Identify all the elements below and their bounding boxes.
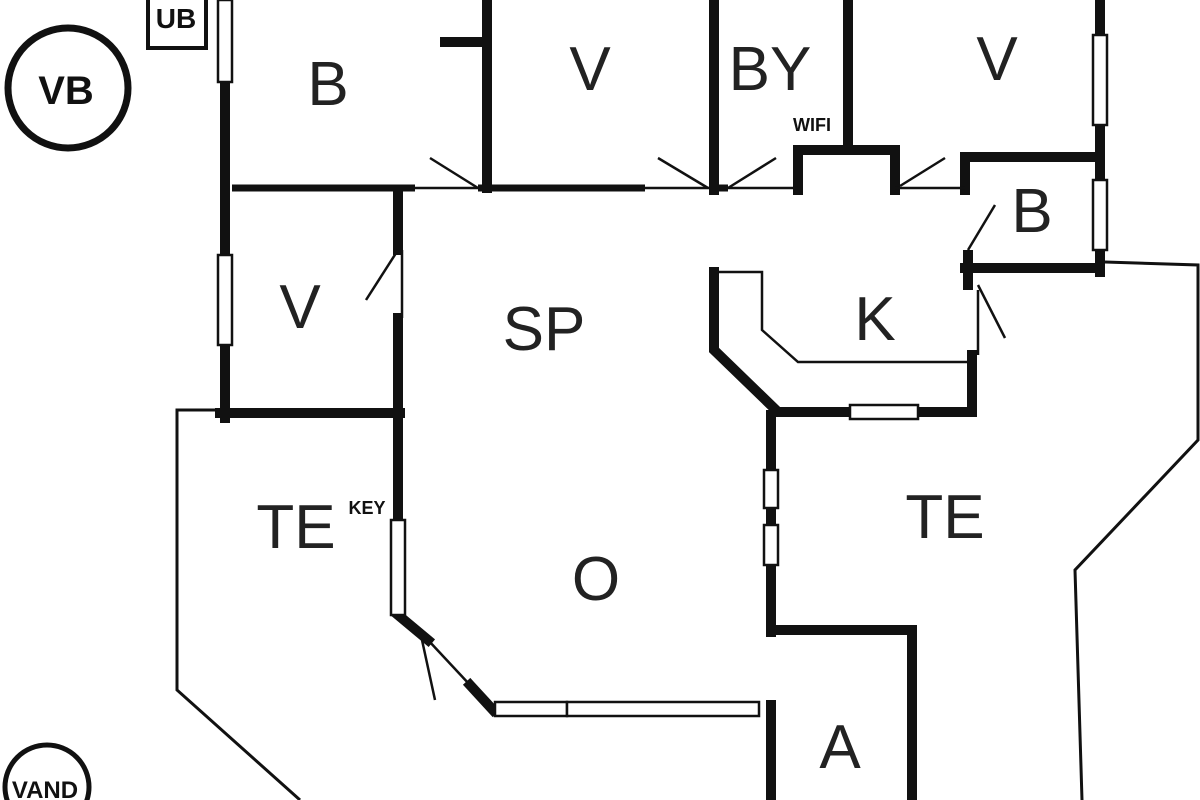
room-label-b-top: B — [307, 50, 348, 119]
vb-badge: VB — [4, 24, 132, 152]
room-label-v-left: V — [279, 273, 321, 342]
kitchen-counter — [716, 270, 968, 364]
room-label-te-left: TE — [256, 493, 335, 562]
terrace-left-outline — [175, 408, 301, 800]
room-labels: B V BY V B V SP K TE O TE A — [256, 25, 1052, 782]
room-label-sp: SP — [503, 295, 586, 364]
room-label-o: O — [572, 545, 620, 614]
key-label: KEY — [348, 498, 385, 518]
wifi-label: WIFI — [793, 115, 831, 135]
room-label-a: A — [819, 713, 861, 782]
room-label-k: K — [854, 285, 895, 354]
terrace-right-outline — [1073, 260, 1200, 800]
vand-label: VAND — [12, 777, 78, 800]
windows — [216, 0, 1109, 718]
doors — [364, 156, 1007, 701]
room-label-v-top-center: V — [569, 35, 611, 104]
ub-label: UB — [156, 3, 196, 34]
vand-badge: VAND — [2, 742, 92, 800]
walls — [215, 0, 1105, 800]
vb-label: VB — [38, 69, 94, 113]
room-label-b-right: B — [1011, 177, 1052, 246]
room-label-te-right: TE — [905, 483, 984, 552]
ub-badge: UB — [146, 0, 208, 50]
room-label-by: BY — [729, 35, 812, 104]
terrace-outlines — [175, 260, 1200, 800]
room-label-v-top-right: V — [976, 25, 1018, 94]
